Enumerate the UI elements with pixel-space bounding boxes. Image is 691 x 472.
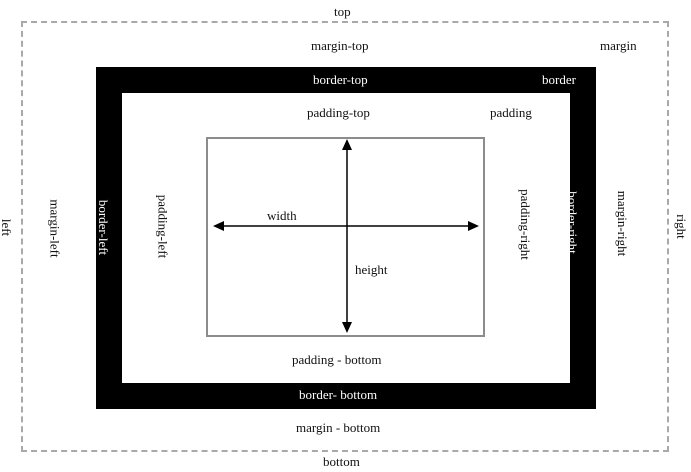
margin-area bbox=[21, 21, 669, 452]
border-label: border bbox=[542, 72, 576, 87]
padding-label: padding bbox=[490, 105, 532, 120]
height-label: height bbox=[355, 262, 388, 277]
margin-label: margin bbox=[600, 38, 637, 53]
top-label: top bbox=[334, 4, 351, 19]
border-bottom-label: border- bottom bbox=[299, 387, 378, 402]
bottom-label: bottom bbox=[323, 454, 360, 469]
padding-top-label: padding-top bbox=[307, 105, 370, 120]
content-area bbox=[206, 137, 485, 337]
margin-top-label: margin-top bbox=[311, 38, 369, 53]
width-arrow bbox=[213, 221, 479, 231]
padding-bottom-label: padding - bottom bbox=[292, 352, 382, 367]
height-arrow bbox=[342, 139, 352, 333]
width-label: width bbox=[267, 208, 297, 223]
margin-bottom-label: margin - bottom bbox=[296, 420, 381, 435]
border-top-label: border-top bbox=[313, 72, 368, 87]
